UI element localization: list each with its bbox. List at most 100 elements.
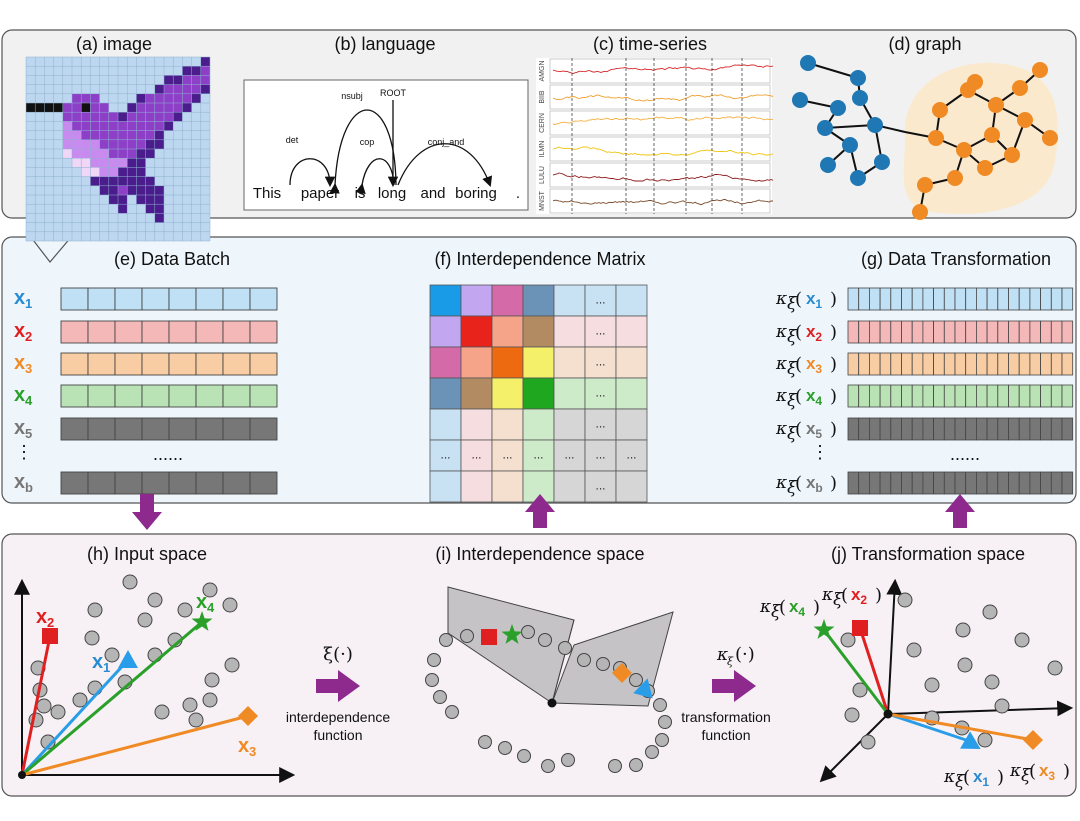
batch-cell <box>249 287 278 311</box>
graph-node-orange <box>988 97 1004 113</box>
pixel <box>200 66 210 76</box>
transform-cell <box>847 352 860 376</box>
svg-text:ξ: ξ <box>787 478 798 498</box>
vector-x1 <box>20 658 130 777</box>
marker-x4-star <box>191 611 213 631</box>
arrow-right-kappa <box>712 670 756 702</box>
pixel <box>99 121 109 131</box>
data-point <box>840 632 856 648</box>
transform-cell <box>1008 384 1020 408</box>
data-point <box>655 733 669 747</box>
pixel <box>99 130 109 140</box>
transform-cell <box>1061 287 1074 311</box>
pixel-bird-image <box>25 56 211 242</box>
transform-cell <box>1018 384 1031 408</box>
data-point <box>1014 632 1030 648</box>
tvector-x3 <box>887 712 1034 742</box>
svg-text:4: 4 <box>207 600 215 615</box>
graph-node-orange <box>1042 130 1058 146</box>
pixel <box>191 84 201 94</box>
transform-cell <box>997 352 1009 376</box>
pixel <box>62 139 72 149</box>
batch-cell <box>87 352 116 376</box>
title-graph: (d) graph <box>888 34 961 54</box>
arc-det: det <box>286 135 299 145</box>
tvector-x1 <box>887 712 973 744</box>
svg-text:1: 1 <box>103 660 110 675</box>
pixel <box>90 103 100 113</box>
pixel <box>127 103 137 113</box>
svg-text:x: x <box>851 585 861 604</box>
transform-cell <box>1050 287 1063 311</box>
axis-y <box>886 578 903 715</box>
batch-cell <box>222 287 251 311</box>
pixel <box>44 103 54 113</box>
matrix-cell <box>522 408 555 441</box>
transform-cell <box>890 384 902 408</box>
transform-cell <box>847 287 860 311</box>
transform-cell <box>965 417 977 441</box>
transform-cell <box>976 384 988 408</box>
matrix-cell <box>460 284 493 317</box>
pixel <box>200 75 210 85</box>
pixel <box>108 158 118 168</box>
svg-text:4: 4 <box>25 393 33 408</box>
transform-cell <box>933 384 945 408</box>
graph-node-blue <box>830 100 846 116</box>
pixel <box>127 149 137 159</box>
svg-text:5: 5 <box>25 426 32 441</box>
transform-cell <box>986 320 999 344</box>
matrix-ellipsis: ... <box>533 448 543 462</box>
ts-series-lulu <box>552 172 774 182</box>
pixel <box>154 130 164 140</box>
arc-conj-and: conj_and <box>428 137 465 147</box>
pixel <box>136 176 146 186</box>
word-boring: boring <box>455 185 497 202</box>
pixel <box>191 66 201 76</box>
svg-text:): ) <box>830 419 837 440</box>
pixel <box>90 176 100 186</box>
transform-cell <box>869 320 881 344</box>
matrix-cell <box>615 315 648 348</box>
transform-cell <box>879 287 892 311</box>
matrix-cell <box>491 470 524 503</box>
transform-cell <box>922 287 935 311</box>
pixel <box>90 149 100 159</box>
molecule-graph <box>792 55 1058 220</box>
transform-cell <box>1029 417 1042 441</box>
data-point <box>653 698 667 712</box>
transform-cell <box>1040 417 1052 441</box>
pixel <box>182 75 192 85</box>
batch-cell <box>222 471 251 495</box>
batch-cell <box>141 417 170 441</box>
transform-cell <box>869 417 881 441</box>
transform-cell <box>954 471 967 495</box>
callout-pointer <box>29 235 73 263</box>
pixel <box>90 167 100 177</box>
svg-text:x: x <box>196 591 207 613</box>
pixel <box>200 84 210 94</box>
pixel <box>108 121 118 131</box>
batch-cell <box>168 417 197 441</box>
pixel <box>118 158 128 168</box>
pixel <box>118 195 128 205</box>
interdependence-function-line1: interdependence <box>286 709 391 725</box>
pixel <box>90 112 100 122</box>
batch-cell <box>141 384 170 408</box>
transform-cell <box>1018 287 1031 311</box>
batch-cell <box>249 384 278 408</box>
ts-series-ilmn <box>552 146 774 156</box>
data-point <box>577 653 591 667</box>
pixel <box>118 176 128 186</box>
data-point <box>517 749 531 763</box>
data-point <box>561 753 575 767</box>
data-point <box>608 759 622 773</box>
transform-ellipsis-v: ⋮ <box>811 442 829 462</box>
graph-node-blue <box>842 137 858 153</box>
plane-2 <box>551 611 674 707</box>
pixel <box>164 84 174 94</box>
